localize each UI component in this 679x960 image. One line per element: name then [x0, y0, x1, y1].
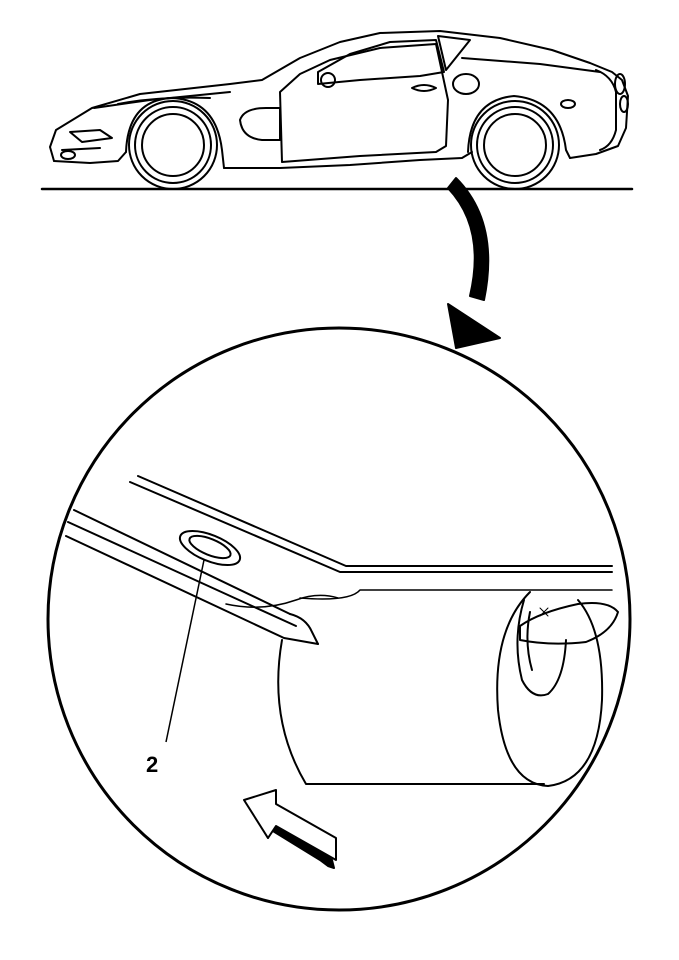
detail-rocker-mid: [67, 521, 297, 627]
rear-rim: [483, 113, 547, 177]
headlight: [69, 129, 113, 143]
front-wheel-arch: [125, 97, 225, 169]
jack-pad-outer: [178, 530, 242, 566]
side-window: [317, 39, 445, 85]
detail-strut: [519, 602, 619, 645]
arrow-shaft: [447, 177, 490, 301]
front-bumper: [53, 151, 127, 164]
car-body-outline: [49, 30, 629, 162]
view-arrow-face: [243, 789, 337, 861]
detail-circle-border: [46, 326, 632, 912]
callout-label-2: 2: [146, 752, 158, 777]
callout-leader-line: [165, 559, 205, 743]
rear-quarter-line: [461, 57, 601, 73]
jack-pad-inner: [188, 534, 232, 560]
arrow-head: [447, 303, 501, 349]
detail-rocker-bottom: [65, 535, 319, 645]
car-side-view: [40, 30, 634, 191]
rear-wheel-arch: [467, 95, 571, 159]
detail-rim-outer: [516, 599, 567, 697]
detail-underbody: [225, 594, 339, 608]
front-tire: [128, 100, 218, 190]
door-outline: [279, 43, 449, 163]
detail-view: [65, 475, 619, 787]
detail-tire-sidewall: [496, 591, 604, 787]
front-tire-inner: [134, 106, 212, 184]
tail-light-1: [614, 73, 626, 95]
quarter-window: [437, 35, 471, 71]
detail-floor-pan-edge: [137, 475, 613, 567]
side-vent: [239, 107, 281, 141]
detail-tire-tread: [277, 639, 545, 785]
mirror: [320, 72, 336, 88]
side-marker: [560, 99, 576, 109]
rear-tire: [470, 100, 560, 190]
door-handle: [411, 84, 437, 92]
detail-floor-pan: [129, 481, 613, 573]
detail-panel-underside: [299, 589, 613, 600]
tail-end: [595, 69, 617, 151]
zoom-pointer-arrow: [447, 177, 501, 349]
rear-tire-inner: [476, 106, 554, 184]
car-rocker: [223, 151, 473, 169]
front-rim: [141, 113, 205, 177]
front-lip: [61, 147, 101, 151]
view-direction-arrow: [243, 789, 337, 869]
fuel-door: [452, 73, 480, 95]
detail-rocker-top: [73, 509, 291, 615]
detail-rocker-flange: [289, 613, 319, 645]
fog-light: [60, 150, 76, 160]
tail-light-2: [619, 95, 629, 113]
